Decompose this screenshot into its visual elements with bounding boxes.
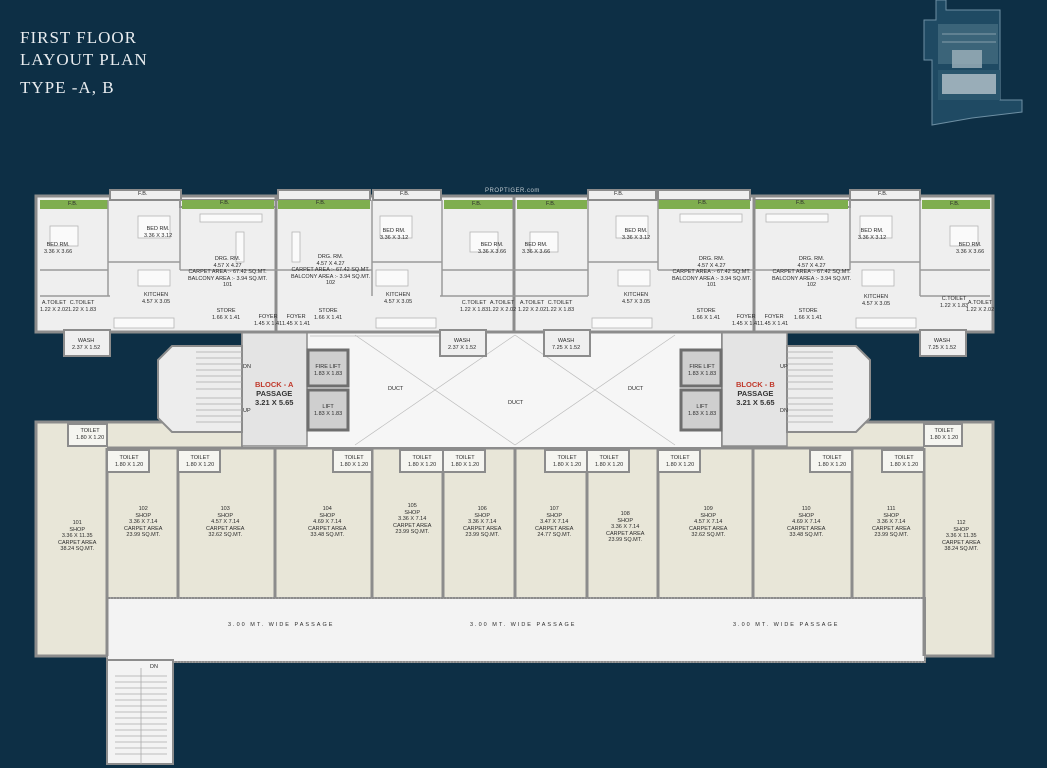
bed-room-label: BED RM.3.36 X 3.66 <box>522 242 551 255</box>
fb-label: F.B. <box>796 200 806 206</box>
drawing-room-label: DRG. RM.4.57 X 4.27 CARPET AREA :- 67.42… <box>188 256 268 288</box>
bed-room-label: BED RM.3.36 X 3.12 <box>622 228 651 241</box>
bed-room-label: BED RM.3.36 X 3.12 <box>144 226 173 239</box>
fb-label: F.B. <box>878 191 888 197</box>
drawing-room-label: DRG. RM.4.57 X 4.27 CARPET AREA :- 67.42… <box>772 256 852 288</box>
fb-label: F.B. <box>546 201 556 207</box>
fb-label: F.B. <box>472 201 482 207</box>
fb-label: F.B. <box>316 200 326 206</box>
wide-passage-label: 3.00 MT. WIDE PASSAGE <box>228 622 335 628</box>
shop-row <box>34 420 995 765</box>
stair-up-label: UP <box>780 364 788 370</box>
apartment-row <box>34 189 995 357</box>
fb-label: F.B. <box>400 191 410 197</box>
drawing-room-label: DRG. RM.4.57 X 4.27 CARPET AREA :- 67.42… <box>291 254 371 286</box>
fb-label: F.B. <box>950 201 960 207</box>
title-line-1: FIRST FLOOR <box>20 28 137 47</box>
stair-dn-label: DN <box>243 364 251 370</box>
duct-label: DUCT <box>388 386 404 392</box>
fb-label: F.B. <box>68 201 78 207</box>
watermark: PROPTIGER.com <box>485 188 540 194</box>
fb-label: F.B. <box>220 200 230 206</box>
bed-room-label: BED RM.3.36 X 3.66 <box>478 242 507 255</box>
key-plan-thumbnail <box>923 0 1023 126</box>
title-line-2: LAYOUT PLAN <box>20 50 148 69</box>
duct-label: DUCT <box>628 386 644 392</box>
stair-dn-label: DN <box>150 664 158 670</box>
wide-passage-label: 3.00 MT. WIDE PASSAGE <box>733 622 840 628</box>
bed-room-label: BED RM.3.36 X 3.66 <box>44 242 73 255</box>
bed-room-label: BED RM.3.36 X 3.12 <box>380 228 409 241</box>
bed-room-label: BED RM.3.36 X 3.66 <box>956 242 985 255</box>
fb-label: F.B. <box>138 191 148 197</box>
drawing-room-label: DRG. RM.4.57 X 4.27 CARPET AREA :- 67.42… <box>672 256 752 288</box>
stair-up-label: UP <box>243 408 251 414</box>
title: FIRST FLOOR LAYOUT PLAN TYPE -A, B <box>20 27 148 99</box>
stair-dn-label: DN <box>780 408 788 414</box>
duct-label: DUCT <box>508 400 524 406</box>
fb-label: F.B. <box>698 200 708 206</box>
fb-label: F.B. <box>614 191 624 197</box>
wide-passage-label: 3.00 MT. WIDE PASSAGE <box>470 622 577 628</box>
title-line-3: TYPE -A, B <box>20 78 115 97</box>
bed-room-label: BED RM.3.36 X 3.12 <box>858 228 887 241</box>
